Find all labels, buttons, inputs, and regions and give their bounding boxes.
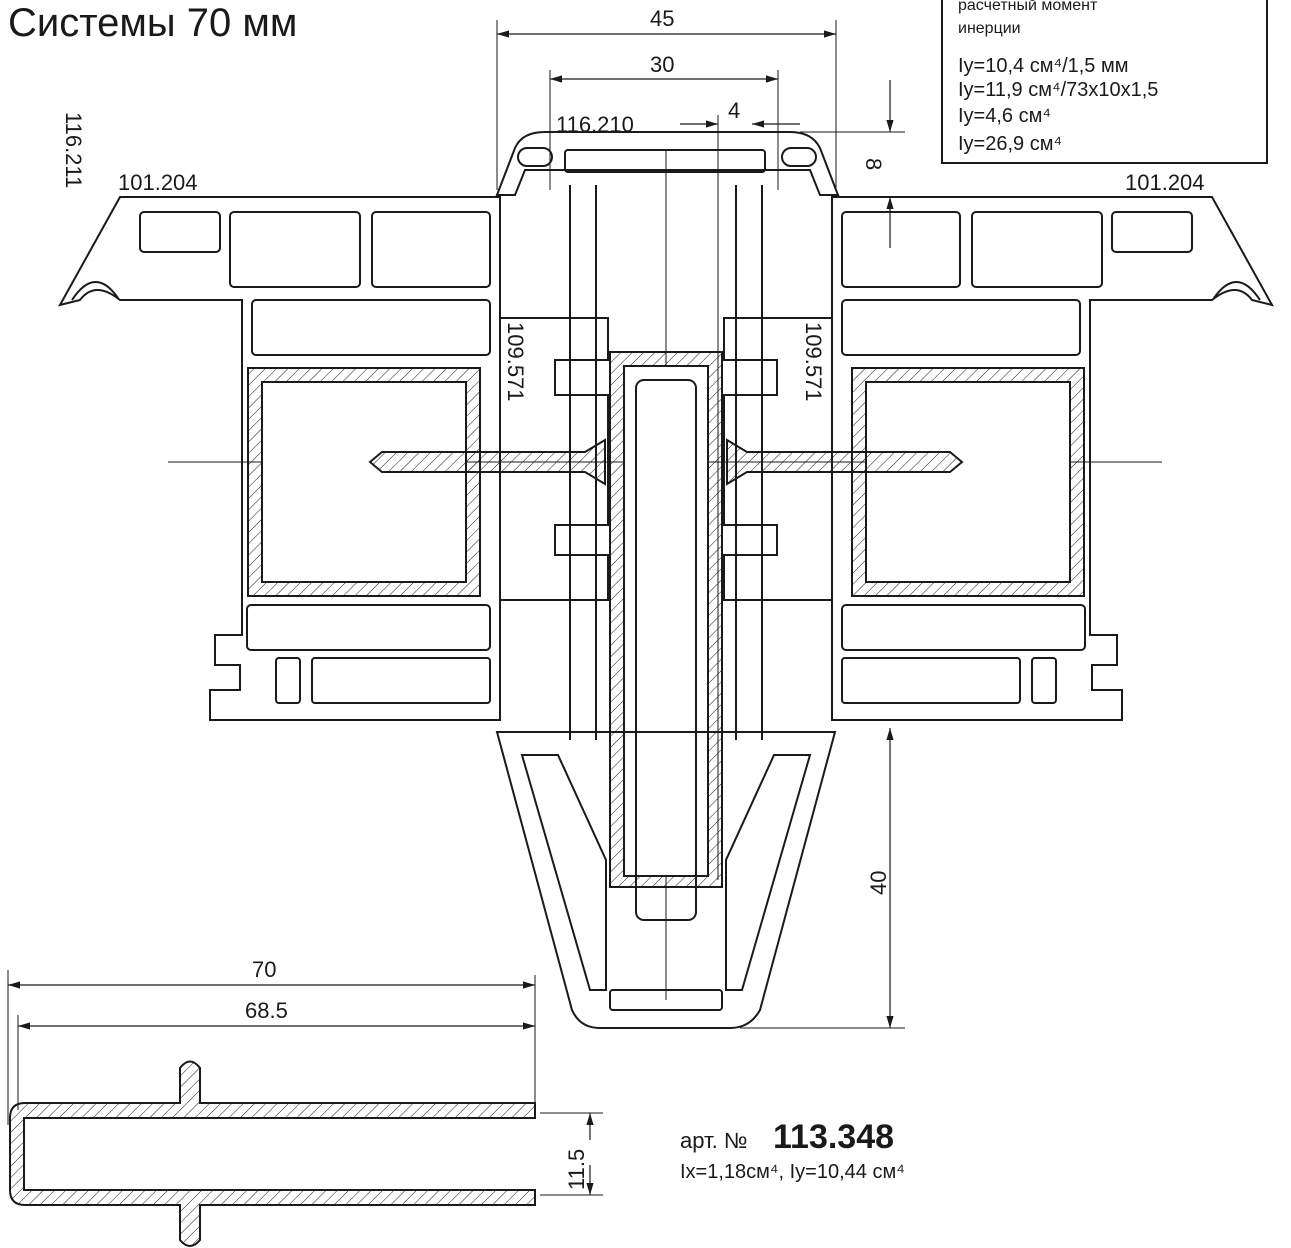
left-chamber-low-2: [311, 657, 491, 704]
dim-70-label: 70: [252, 957, 276, 982]
bottom-right-chamber: [725, 754, 812, 991]
right-frame-hook: [1213, 281, 1261, 301]
right-chamber-top-2: [841, 211, 961, 288]
top-cap-slot-right: [781, 147, 817, 167]
article-inertia: Ix=1,18см⁴, Iy=10,44 см⁴: [680, 1161, 905, 1183]
legend-line-6: Iy=26,9 см⁴: [958, 133, 1062, 155]
dim-45-label: 45: [650, 6, 674, 31]
right-chamber-mid: [841, 299, 1081, 356]
top-cap: [495, 131, 840, 196]
left-insert: [499, 317, 609, 601]
right-chamber-low-1: [1031, 657, 1057, 704]
legend-line-2: инерции: [958, 20, 1021, 37]
right-chamber-top-1: [971, 211, 1103, 288]
right-chamber-top-3: [1111, 211, 1193, 253]
page-title: Системы 70 мм: [8, 1, 297, 45]
legend-line-4: Iy=11,9 см⁴/73x10x1,5: [958, 79, 1158, 101]
right-steel-inner: [865, 381, 1071, 583]
right-frame-profile: [831, 196, 1274, 721]
dim-68-label: 68.5: [245, 998, 288, 1023]
dim-115-label: 11.5: [564, 1149, 589, 1190]
legend-line-5: Iy=4,6 см⁴: [958, 105, 1051, 127]
left-screw: [368, 438, 606, 486]
left-chamber-top-2: [371, 211, 491, 288]
central-tube-core: [635, 379, 697, 921]
detail-section-top-wall: [9, 1060, 536, 1247]
label-profile-left: 101.204: [118, 170, 198, 195]
bottom-trapezoid-profile: [495, 731, 837, 1029]
dim-8-label: 8: [861, 158, 886, 170]
left-frame-hook: [71, 281, 119, 301]
top-cap-slot-left: [517, 147, 553, 167]
right-insert: [723, 317, 833, 601]
left-frame-profile: [58, 196, 501, 721]
left-steel-inner: [261, 381, 467, 583]
right-chamber-low-2: [841, 657, 1021, 704]
article-prefix: арт. №: [680, 1128, 747, 1153]
left-chamber-top-1: [229, 211, 361, 288]
label-cap: 116.210: [556, 112, 634, 137]
label-profile-top-vertical: 116.211: [61, 112, 86, 188]
top-cap-slot-center: [564, 149, 766, 173]
article-number: 113.348: [773, 1118, 894, 1156]
left-chamber-mid: [251, 299, 491, 356]
left-chamber-bottom: [246, 604, 491, 651]
dim-4-label: 4: [728, 98, 740, 123]
right-chamber-bottom: [841, 604, 1086, 651]
dim-40-label: 40: [866, 871, 891, 895]
central-tube-inner: [623, 365, 709, 877]
left-chamber-low-1: [275, 657, 301, 704]
legend-line-1: расчетный момент: [958, 0, 1098, 14]
legend-line-3: Iy=10,4 см⁴/1,5 мм: [958, 55, 1128, 77]
right-screw: [726, 438, 964, 486]
left-chamber-top-3: [139, 211, 221, 253]
label-insert-right: 109.571: [801, 322, 826, 402]
dim-30-label: 30: [650, 52, 674, 77]
legend-box: [941, 0, 1268, 164]
bottom-left-chamber: [520, 754, 607, 991]
label-insert-left: 109.571: [503, 322, 528, 402]
label-profile-right: 101.204: [1125, 170, 1205, 195]
bottom-slot: [609, 989, 723, 1011]
